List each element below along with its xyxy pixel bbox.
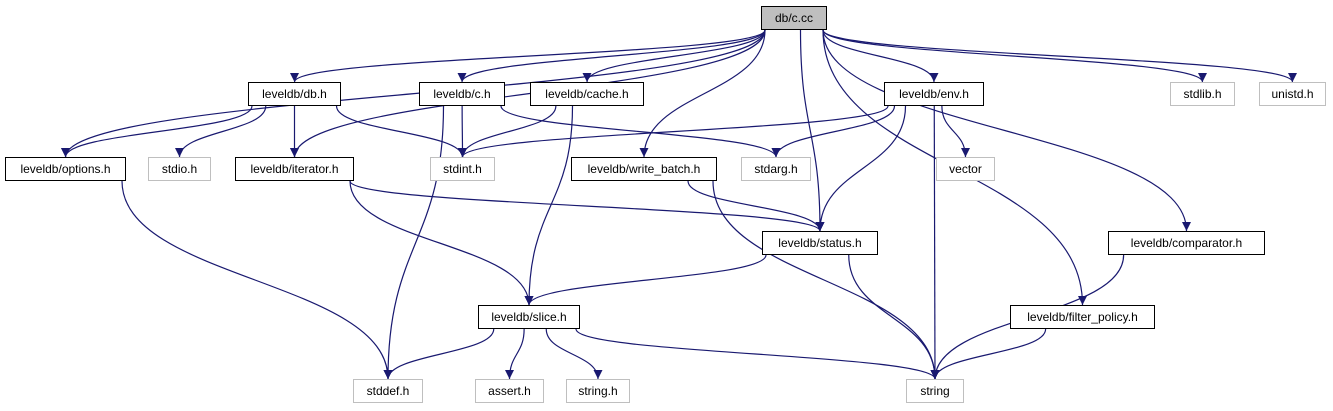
edge-c_cc-to-c_h: [457, 29, 766, 83]
node-label: unistd.h: [1271, 87, 1314, 101]
edge-c_cc-to-write_batch_h: [639, 29, 766, 158]
edge-c_cc-to-status_h: [799, 29, 825, 232]
node-leveldb-env-h[interactable]: leveldb/env.h: [884, 82, 984, 106]
node-vector: vector: [936, 157, 995, 181]
edge-db_h-to-stdio_h: [175, 105, 267, 158]
edge-env_h-to-stdint_h: [458, 105, 889, 158]
node-leveldb-cache-h[interactable]: leveldb/cache.h: [530, 82, 644, 106]
edge-db_h-to-stdint_h: [335, 105, 467, 158]
node-label: leveldb/write_batch.h: [587, 162, 701, 176]
edge-c_cc-to-env_h: [822, 29, 939, 83]
edge-c_h-to-stddef_h: [383, 105, 445, 380]
node-label: string.h: [578, 384, 618, 398]
edge-env_h-to-status_h: [815, 105, 907, 232]
node-label: leveldb/comparator.h: [1130, 236, 1243, 250]
node-stdarg-h: stdarg.h: [741, 157, 811, 181]
node-leveldb-write-batch-h[interactable]: leveldb/write_batch.h: [571, 157, 717, 181]
edge-env_h-to-string: [930, 105, 940, 380]
edge-slice_h-to-stddef_h: [383, 328, 495, 380]
node-leveldb-filter-policy-h[interactable]: leveldb/filter_policy.h: [1010, 305, 1155, 329]
edge-write_batch_h-to-status_h: [687, 180, 825, 232]
node-label: leveldb/cache.h: [545, 87, 629, 101]
edge-cache_h-to-slice_h: [524, 105, 574, 306]
node-db-c-cc[interactable]: db/c.cc: [761, 6, 827, 30]
node-stdint-h: stdint.h: [430, 157, 495, 181]
node-leveldb-db-h[interactable]: leveldb/db.h: [248, 82, 341, 106]
node-leveldb-comparator-h[interactable]: leveldb/comparator.h: [1108, 231, 1265, 255]
edge-env_h-to-vector: [941, 105, 970, 158]
edge-slice_h-to-string_h: [545, 328, 603, 380]
node-label: assert.h: [488, 384, 531, 398]
node-label: string: [920, 384, 950, 398]
node-label: leveldb/options.h: [20, 162, 111, 176]
node-stddef-h: stddef.h: [353, 379, 423, 403]
node-string-h: string.h: [566, 379, 630, 403]
node-label: leveldb/slice.h: [491, 310, 567, 324]
edge-iterator_h-to-status_h: [349, 180, 825, 232]
edge-c_cc-to-cache_h: [582, 29, 766, 83]
edge-c_cc-to-iterator_h: [290, 29, 766, 158]
node-string: string: [906, 379, 964, 403]
edge-c_cc-to-comparator_h: [822, 29, 1191, 232]
edge-c_cc-to-unistd_h: [822, 29, 1297, 83]
node-label: leveldb/db.h: [262, 87, 327, 101]
node-label: leveldb/iterator.h: [250, 162, 339, 176]
edge-slice_h-to-string: [575, 328, 940, 380]
node-label: stddef.h: [366, 384, 410, 398]
node-stdio-h: stdio.h: [148, 157, 211, 181]
edge-c_cc-to-db_h: [290, 29, 766, 83]
edge-status_h-to-slice_h: [524, 254, 767, 306]
edge-options_h-to-stddef_h: [121, 180, 393, 380]
node-label: stdio.h: [161, 162, 198, 176]
edge-iterator_h-to-slice_h: [349, 180, 534, 306]
node-leveldb-slice-h[interactable]: leveldb/slice.h: [478, 305, 580, 329]
edge-c_cc-to-stdlib_h: [822, 29, 1207, 83]
node-label: leveldb/env.h: [899, 87, 969, 101]
edge-db_h-to-options_h: [61, 105, 253, 158]
edge-env_h-to-stdarg_h: [771, 105, 896, 158]
edge-slice_h-to-assert_h: [505, 328, 525, 380]
edge-write_batch_h-to-string: [712, 180, 940, 380]
node-label: stdint.h: [443, 162, 482, 176]
node-label: leveldb/status.h: [778, 236, 862, 250]
node-label: db/c.cc: [774, 11, 813, 25]
node-label: vector: [949, 162, 982, 176]
node-label: stdarg.h: [754, 162, 798, 176]
edge-filter_policy_h-to-string: [930, 328, 1047, 380]
node-label: leveldb/filter_policy.h: [1027, 310, 1138, 324]
node-leveldb-status-h[interactable]: leveldb/status.h: [762, 231, 878, 255]
node-stdlib-h: stdlib.h: [1170, 82, 1235, 106]
node-label: leveldb/c.h: [433, 87, 491, 101]
edge-c_cc-to-options_h: [61, 29, 766, 158]
node-leveldb-options-h[interactable]: leveldb/options.h: [5, 157, 126, 181]
edge-c_h-to-stdarg_h: [500, 105, 781, 158]
node-label: stdlib.h: [1183, 87, 1222, 101]
node-unistd-h: unistd.h: [1259, 82, 1326, 106]
node-assert-h: assert.h: [475, 379, 544, 403]
node-leveldb-c-h[interactable]: leveldb/c.h: [419, 82, 505, 106]
node-leveldb-iterator-h[interactable]: leveldb/iterator.h: [235, 157, 354, 181]
edge-status_h-to-string: [848, 254, 940, 380]
